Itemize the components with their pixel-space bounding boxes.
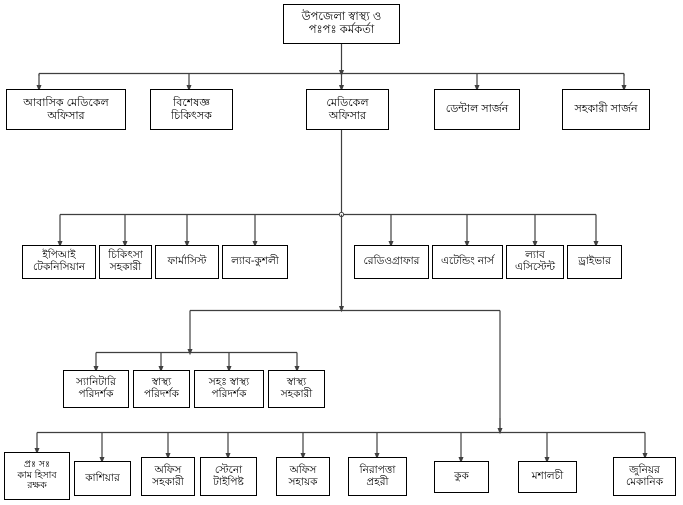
node-label-line: সহঃ স্বাস্থ্য <box>208 376 250 389</box>
node-level3-driver[interactable]: ড্রাইভার <box>567 245 622 279</box>
node-label-line: ডেন্টাল সার্জন <box>445 103 509 116</box>
node-level3-radiographer[interactable]: রেডিওগ্রাফার <box>354 245 429 279</box>
node-level2-assistant-surgeon[interactable]: সহকারী সার্জন <box>562 89 650 130</box>
node-label-line: ড্রাইভার <box>578 255 611 268</box>
node-label-line: ফার্মাসিস্ট <box>167 255 207 268</box>
node-label-line: সহায়ক <box>288 475 318 488</box>
node-label-line: রক্ষক <box>27 480 47 492</box>
node-label-line: প্রহরী <box>366 475 389 488</box>
node-label-line: অফিসার <box>47 109 85 122</box>
node-label-line: উপজেলা স্বাস্থ্য ও <box>301 11 382 24</box>
node-label-line: মশালচী <box>531 470 564 483</box>
node-label-line: চিকিৎসক <box>171 109 212 122</box>
node-label-line: জুনিয়র <box>629 463 660 476</box>
node-label-line: কাম হিসাব <box>17 469 57 481</box>
node-label-line: ইপিআই <box>42 249 76 262</box>
node-label-line: স্বাস্থ্য <box>151 376 172 389</box>
node-label-line: পরিদর্শক <box>78 388 114 400</box>
node-label-line: মেকানিক <box>625 475 664 488</box>
node-label-line: এটেন্ডিং নার্স <box>440 255 494 268</box>
node-level2-dental-surgeon[interactable]: ডেন্টাল সার্জন <box>434 89 520 130</box>
node-level5-cashier[interactable]: কাশিয়ার <box>74 461 131 496</box>
node-level5-steno-typist[interactable]: স্টেনোটাইপিষ্ট <box>200 457 257 496</box>
node-label-line: সহকারী <box>280 388 313 400</box>
node-label-line: পঃপঃ কর্মকর্তা <box>308 24 375 36</box>
node-label-line: পরিদর্শক <box>211 388 247 400</box>
node-label-line: কাশিয়ার <box>85 471 120 484</box>
node-label-line: সহকারী সার্জন <box>574 103 638 116</box>
node-level5-cook[interactable]: কুক <box>434 461 489 493</box>
node-label-line: ল্যাব <box>525 249 545 262</box>
node-label-line: টাইপিষ্ট <box>213 475 244 488</box>
node-label-line: প্রঃ সঃ <box>23 459 51 471</box>
node-label-line: আবাসিক মেডিকেল <box>23 97 109 110</box>
node-label-line: সহকারী <box>152 475 184 488</box>
node-level3-medical-assistant[interactable]: চিকিৎসাসহকারী <box>99 245 152 279</box>
node-label-line: মেডিকেল <box>326 97 369 110</box>
node-label-line: ল্যাব-কুশলী <box>231 255 279 268</box>
node-label-line: পরিদর্শক <box>144 388 179 400</box>
node-label-line: স্টেনো <box>214 463 243 476</box>
node-label-line: স্বাস্থ্য <box>286 376 307 389</box>
node-level3-pharmacist[interactable]: ফার্মাসিস্ট <box>155 245 219 279</box>
node-level5-mashalchi[interactable]: মশালচী <box>518 461 577 493</box>
node-level5-security-guard[interactable]: নিরাপত্তাপ্রহরী <box>348 457 407 496</box>
node-label-line: টেকনিসিয়ান <box>32 261 86 273</box>
node-label-line: অফিস <box>154 463 182 476</box>
node-label-line: অফিসার <box>328 109 367 122</box>
node-level3-lab-technician[interactable]: ল্যাব-কুশলী <box>222 245 288 279</box>
node-label-line: বিশেষজ্ঞ <box>173 97 210 110</box>
node-level4-sanitary-inspector[interactable]: স্যানিটারিপরিদর্শক <box>63 370 129 408</box>
node-label-line: সহকারী <box>109 261 142 273</box>
node-label-line: কুক <box>454 470 469 483</box>
node-label-line: এসিস্টেন্ট <box>515 261 555 273</box>
node-label-line: রেডিওগ্রাফার <box>363 255 420 268</box>
node-label-line: অফিস <box>289 463 317 476</box>
node-level3-attending-nurse[interactable]: এটেন্ডিং নার্স <box>432 245 503 279</box>
node-label-line: চিকিৎসা <box>108 249 143 262</box>
node-label-line: নিরাপত্তা <box>359 463 396 476</box>
node-label-line: স্যানিটারি <box>76 376 116 389</box>
